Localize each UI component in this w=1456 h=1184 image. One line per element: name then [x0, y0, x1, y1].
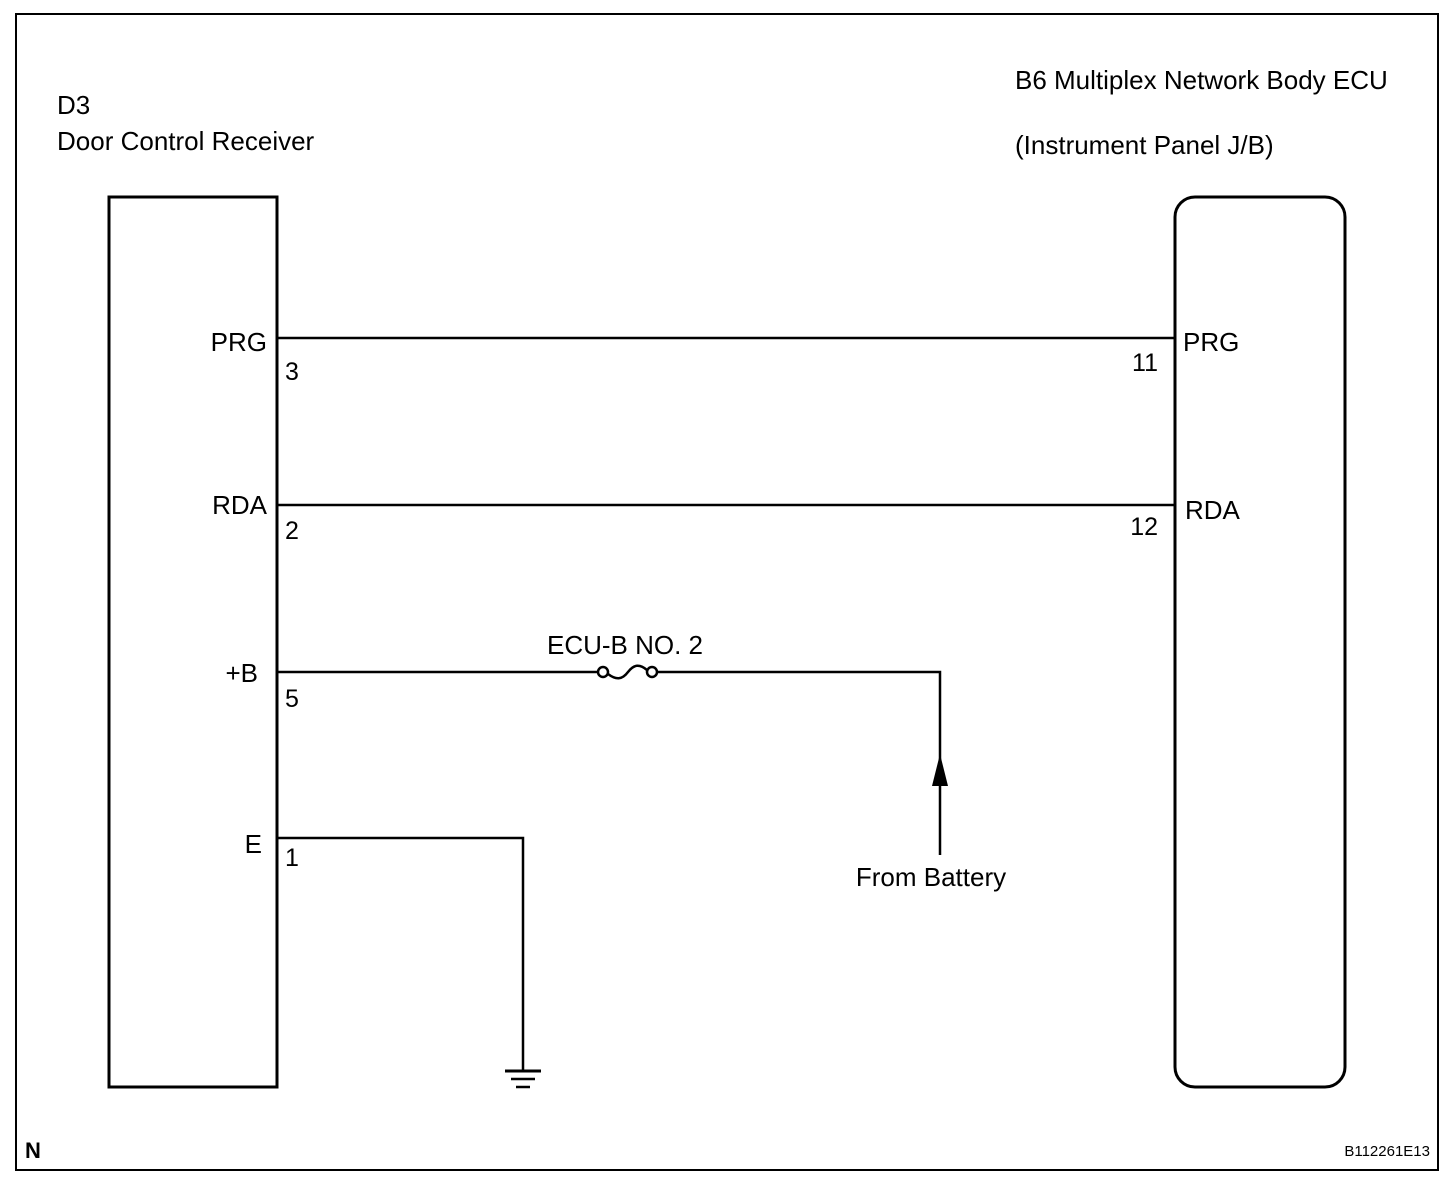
- battery-arrow-icon: [932, 754, 948, 786]
- ground-pin: 1: [285, 844, 299, 872]
- corner-mark: N: [25, 1138, 41, 1163]
- fuse-label: ECU-B NO. 2: [547, 630, 703, 660]
- prg-right-signal: PRG: [1183, 327, 1239, 357]
- right-component-location: (Instrument Panel J/B): [1015, 130, 1274, 160]
- rda-right-pin: 12: [1130, 513, 1158, 541]
- prg-left-signal: PRG: [211, 327, 267, 357]
- rda-left-pin: 2: [285, 517, 299, 545]
- ground-signal: E: [245, 829, 262, 859]
- power-pin: 5: [285, 685, 299, 713]
- fuse-terminal-right: [645, 665, 659, 679]
- door-control-receiver-box: [107, 195, 279, 1089]
- battery-source-label: From Battery: [856, 862, 1006, 892]
- fuse-terminal-left: [596, 665, 610, 679]
- power-signal: +B: [225, 658, 258, 688]
- left-component-id: D3: [57, 90, 90, 120]
- prg-left-pin: 3: [285, 358, 299, 386]
- ground-wire: [277, 836, 525, 1070]
- outer-frame: [15, 13, 1439, 1171]
- rda-left-signal: RDA: [212, 490, 268, 520]
- battery-wire: [657, 670, 942, 855]
- body-ecu-box: [1173, 195, 1347, 1089]
- prg-right-pin: 11: [1132, 349, 1158, 377]
- left-component-name: Door Control Receiver: [57, 126, 315, 156]
- figure-code: B112261E13: [1344, 1143, 1430, 1160]
- rda-right-signal: RDA: [1185, 495, 1241, 525]
- right-component-name: B6 Multiplex Network Body ECU: [1015, 65, 1388, 95]
- fuse-icon: [607, 664, 648, 680]
